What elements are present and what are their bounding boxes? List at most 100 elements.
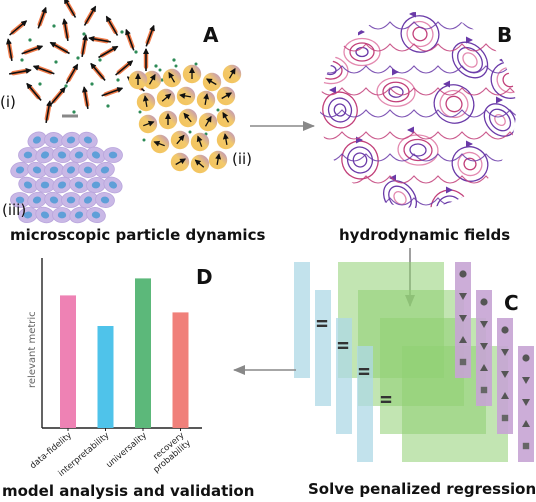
active-rod (9, 20, 28, 36)
chemical-dot (28, 38, 32, 42)
vortex-streamline (494, 113, 506, 127)
metric-bar-chart: data-fidelityinterpretabilityuniversalit… (28, 258, 202, 479)
target-vector-4 (357, 346, 373, 462)
coefficient-marker (501, 349, 509, 356)
active-rod (9, 68, 32, 76)
active-rod (49, 41, 70, 55)
vortex-streamline (445, 95, 463, 113)
self-propelled-disk (216, 130, 236, 150)
cell (78, 131, 98, 149)
chemical-dot (120, 30, 124, 34)
active-rod (105, 15, 119, 36)
self-propelled-disk (208, 150, 228, 170)
coefficient-marker (522, 399, 530, 406)
coefficient-marker (501, 392, 509, 399)
bar-universality (135, 278, 151, 428)
vortex-streamline (403, 138, 433, 162)
chemical-dot (20, 58, 24, 62)
coefficient-marker (459, 270, 467, 278)
panel-a: A (i) (ii) (iii) microscopic particle dy… (0, 0, 265, 244)
chemical-dot (134, 50, 138, 54)
vortex-streamline (409, 143, 427, 157)
active-rod (98, 45, 119, 59)
caption-hydrodynamic: hydrodynamic fields (339, 226, 510, 244)
vortex-streamline (397, 134, 439, 166)
panel-letter-b: B (497, 23, 512, 47)
self-propelled-disk (156, 88, 176, 108)
vortex-streamline (341, 140, 379, 180)
self-propelled-disk (170, 152, 190, 172)
active-rod (88, 36, 111, 44)
bar-data-fidelity (60, 295, 76, 428)
panel-letter-c: C (504, 291, 519, 315)
cell (27, 131, 47, 149)
cell (27, 191, 47, 209)
self-propelled-disk (216, 86, 236, 106)
cell (44, 132, 64, 148)
coefficient-marker (459, 315, 467, 322)
self-propelled-disk (202, 72, 222, 92)
chemical-dot (154, 64, 158, 68)
vortex-streamline (451, 146, 489, 182)
streamlines (320, 12, 516, 208)
coefficient-marker (459, 336, 467, 343)
panel-d: data-fidelityinterpretabilityuniversalit… (2, 258, 254, 500)
target-vector-3 (336, 318, 352, 434)
coefficient-marker (459, 293, 467, 300)
self-propelled-disk (222, 64, 242, 84)
self-propelled-disk (136, 92, 156, 112)
self-propelled-disk (198, 112, 218, 132)
panel-letter-a: A (203, 23, 219, 47)
active-rod (62, 18, 70, 41)
chemical-dot (142, 138, 146, 142)
sublabel-i: (i) (0, 93, 16, 111)
chemical-dot (138, 110, 142, 114)
x-tick-label: recoveryprobability (145, 431, 193, 475)
chemical-dot (72, 110, 76, 114)
cell (52, 207, 72, 223)
self-propelled-disk (142, 70, 162, 90)
active-rod (65, 63, 79, 84)
panel-letter-d: D (196, 265, 213, 289)
active-rod (6, 38, 14, 61)
self-propelled-disk (196, 90, 216, 110)
bar-interpretability (97, 326, 114, 428)
cell (52, 147, 72, 163)
active-rod (82, 86, 90, 109)
active-rod (37, 6, 47, 29)
active-rod (26, 82, 42, 101)
cell-tissue (10, 131, 123, 224)
background-streamline (320, 153, 516, 162)
active-rod (143, 48, 149, 71)
active-rod (83, 5, 97, 26)
chemical-dot (98, 58, 102, 62)
vortex-streamline (352, 152, 368, 168)
x-tick-label: universality (104, 431, 148, 471)
cell (44, 162, 64, 178)
coefficient-marker (480, 321, 488, 328)
coefficient-marker (480, 386, 488, 394)
coefficient-marker (501, 326, 509, 334)
chemical-dots (20, 24, 220, 142)
self-propelled-disk (128, 70, 148, 90)
coefficient-marker (522, 354, 530, 362)
coefficient-marker (480, 298, 488, 306)
background-streamline (320, 65, 516, 74)
coefficient-marker (522, 377, 530, 384)
cell (52, 176, 72, 194)
self-propelled-disk (190, 154, 210, 174)
active-rod (80, 34, 88, 57)
active-rods-cluster (6, 0, 155, 123)
chemical-dot (194, 62, 198, 66)
self-propelled-disk (190, 132, 210, 152)
cell (18, 176, 38, 194)
cell (78, 191, 98, 209)
chemical-dot (158, 68, 162, 72)
equals-sign-1: = (316, 311, 328, 335)
equals-sign-2: = (337, 333, 349, 357)
cell (35, 206, 55, 224)
bar-recovery-probability (172, 312, 189, 428)
coefficient-marker (501, 371, 509, 378)
chemical-dot (52, 24, 56, 28)
